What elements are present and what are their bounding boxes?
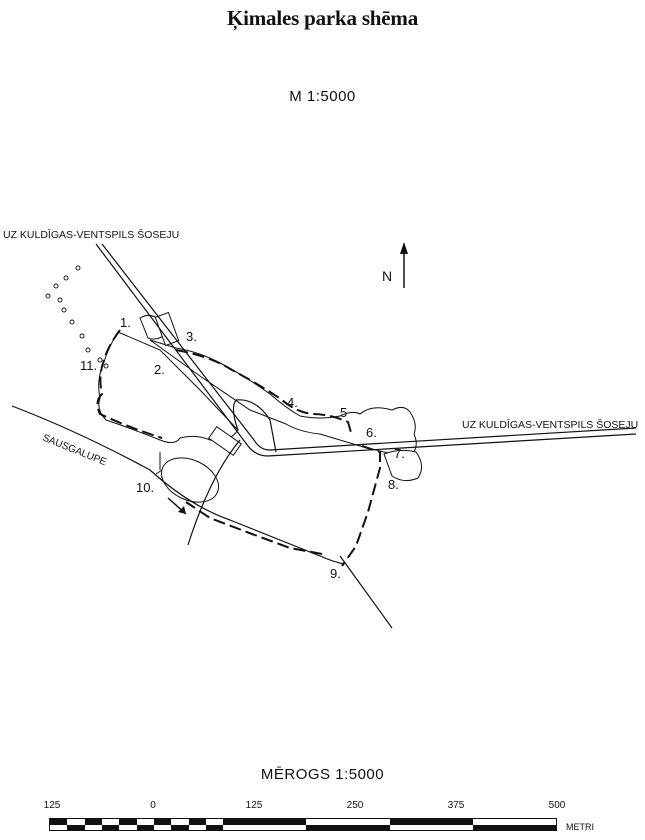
scale-unit: METRI	[566, 822, 594, 832]
scale-tick-500: 500	[548, 800, 566, 811]
point-9: 9.	[330, 566, 341, 581]
point-3: 3.	[186, 329, 197, 344]
point-2: 2.	[154, 362, 165, 377]
river-label: SAUSGALUPE	[41, 433, 108, 469]
tree-dots	[45, 265, 109, 369]
point-1: 1.	[120, 315, 131, 330]
road-label-e: UZ KULDĪGAS-VENTSPILS ŠOSEJU	[462, 418, 638, 431]
map-title: Ķimales parka shēma	[226, 6, 419, 30]
park-boundary	[96, 329, 381, 567]
scale-tick-125: 125	[245, 800, 263, 811]
scale-tick-0: 0	[150, 800, 156, 811]
point-8: 8.	[388, 477, 399, 492]
scale-bar-title: MĒROGS 1:5000	[260, 766, 385, 783]
point-6: 6.	[366, 425, 377, 440]
point-7: 7.	[394, 446, 405, 461]
scale-bar-bottom-row	[50, 824, 556, 830]
scale-tick-375: 375	[447, 800, 465, 811]
point-11: 11.	[80, 358, 97, 373]
map-scale-top: M 1:5000	[289, 88, 356, 105]
river-flow-arrowhead-icon	[178, 506, 186, 514]
scale-bar	[49, 818, 557, 831]
road-label-nw: UZ KULDĪGAS-VENTSPILS ŠOSEJU	[3, 228, 179, 241]
river-line	[11, 405, 345, 565]
park-map: N UZ KULDĪGAS-VENTSPILS ŠOSEJU UZ KULDĪG…	[3, 228, 638, 629]
north-label: N	[382, 268, 392, 284]
scale-bar-top-row	[50, 819, 556, 825]
roads	[95, 243, 637, 629]
scale-tick-125-left: 125	[43, 800, 61, 811]
north-arrowhead-icon	[400, 242, 408, 254]
point-4: 4.	[287, 395, 298, 410]
point-10: 10.	[136, 480, 154, 495]
route-points: 1. 2. 3. 4. 5 6. 7. 8. 9. 10. 11.	[80, 315, 405, 581]
point-5: 5	[340, 405, 347, 420]
scale-tick-250: 250	[346, 800, 364, 811]
boundary-segment-10	[155, 452, 163, 475]
